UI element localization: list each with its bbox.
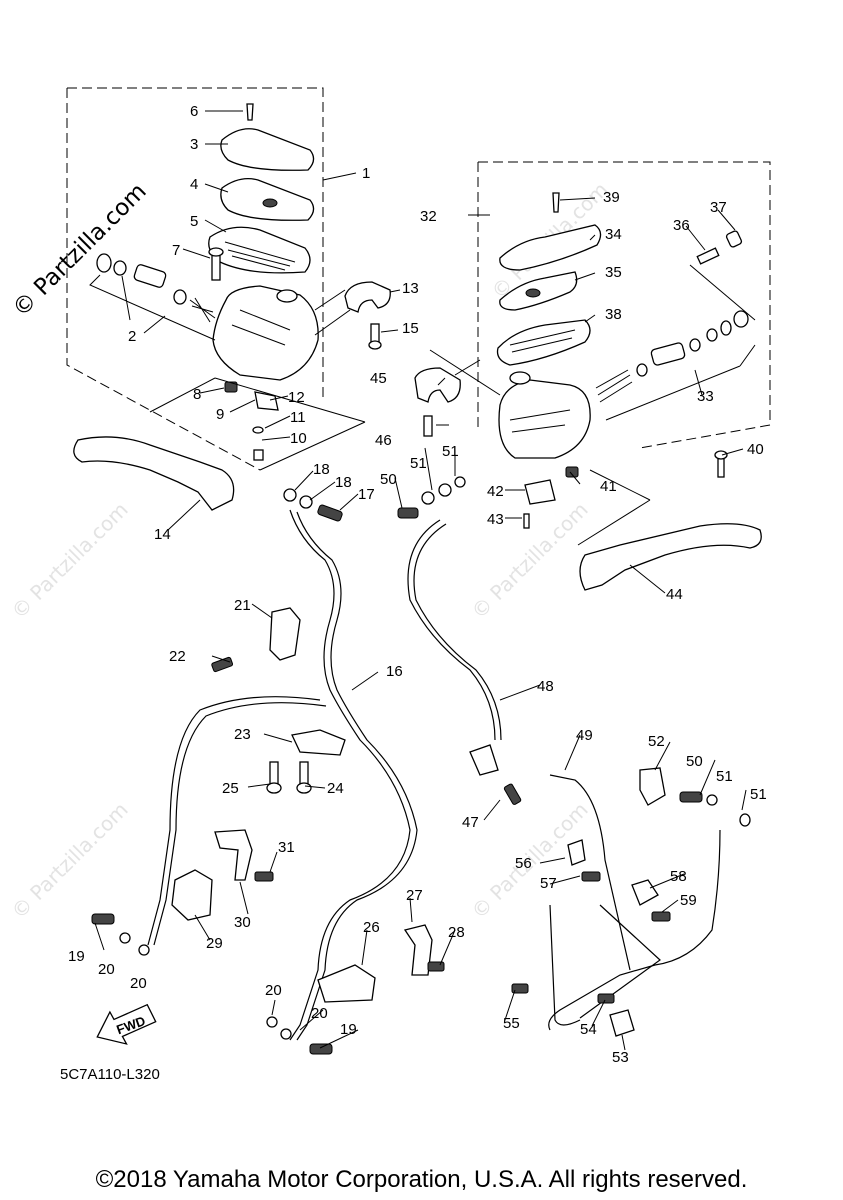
- callout-10: 10: [290, 430, 307, 447]
- callout-27: 27: [406, 887, 423, 904]
- brake-hoses: [147, 509, 721, 1041]
- callout-23: 23: [234, 726, 251, 743]
- callout-13: 13: [402, 280, 419, 297]
- callout-59: 59: [680, 892, 697, 909]
- diagram-code: 5C7A110-L320: [60, 1066, 160, 1083]
- callout-50-b: 50: [686, 753, 703, 770]
- callout-28: 28: [448, 924, 465, 941]
- callout-49: 49: [576, 727, 593, 744]
- callout-48: 48: [537, 678, 554, 695]
- callout-12: 12: [288, 389, 305, 406]
- callout-20-b: 20: [130, 975, 147, 992]
- callout-25: 25: [222, 780, 239, 797]
- callout-14: 14: [154, 526, 171, 543]
- callout-44: 44: [666, 586, 683, 603]
- callout-4: 4: [190, 176, 198, 193]
- callout-54: 54: [580, 1021, 597, 1038]
- callout-1: 1: [362, 165, 370, 182]
- callout-45: 45: [370, 370, 387, 387]
- callout-18-b: 18: [335, 474, 352, 491]
- callout-32: 32: [420, 208, 437, 225]
- watermark-faint: © Partzilla.com: [7, 797, 133, 923]
- callout-47: 47: [462, 814, 479, 831]
- callout-17: 17: [358, 486, 375, 503]
- callout-36: 36: [673, 217, 690, 234]
- callout-51-b: 51: [442, 443, 459, 460]
- callout-21: 21: [234, 597, 251, 614]
- callout-19-a: 19: [68, 948, 85, 965]
- callout-57: 57: [540, 875, 557, 892]
- callout-15: 15: [402, 320, 419, 337]
- callout-2: 2: [128, 328, 136, 345]
- callout-51-d: 51: [750, 786, 767, 803]
- callout-20-c: 20: [265, 982, 282, 999]
- watermark-main: © Partzilla.com: [8, 178, 152, 322]
- callout-40: 40: [747, 441, 764, 458]
- callout-55: 55: [503, 1015, 520, 1032]
- fwd-arrow: FWD: [96, 1003, 157, 1045]
- callout-5: 5: [190, 213, 198, 230]
- callout-20-a: 20: [98, 961, 115, 978]
- right-master-cylinder-group: [397, 161, 771, 591]
- callout-labels: 6 3 4 5 1 7 2 13 15 8 9 12 11 10 18 18 1…: [68, 103, 767, 1066]
- callout-38: 38: [605, 306, 622, 323]
- callout-58: 58: [670, 868, 687, 885]
- callout-39: 39: [603, 189, 620, 206]
- callout-7: 7: [172, 242, 180, 259]
- leader-lines: [94, 110, 747, 1051]
- callout-11: 11: [290, 409, 306, 426]
- callout-24: 24: [327, 780, 344, 797]
- lower-fittings: [91, 607, 751, 1055]
- callout-6: 6: [190, 103, 198, 120]
- callout-51-a: 51: [410, 455, 427, 472]
- callout-26: 26: [363, 919, 380, 936]
- callout-33: 33: [697, 388, 714, 405]
- callout-41: 41: [600, 478, 617, 495]
- callout-56: 56: [515, 855, 532, 872]
- callout-29: 29: [206, 935, 223, 952]
- callout-52: 52: [648, 733, 665, 750]
- watermark-faint: © Partzilla.com: [7, 497, 133, 623]
- callout-3: 3: [190, 136, 198, 153]
- copyright-footer: ©2018 Yamaha Motor Corporation, U.S.A. A…: [95, 1166, 748, 1193]
- left-master-cylinder-group: [66, 87, 391, 522]
- callout-42: 42: [487, 483, 504, 500]
- callout-53: 53: [612, 1049, 629, 1066]
- callout-51-c: 51: [716, 768, 733, 785]
- callout-20-d: 20: [311, 1005, 328, 1022]
- callout-9: 9: [216, 406, 224, 423]
- callout-34: 34: [605, 226, 622, 243]
- callout-18-a: 18: [313, 461, 330, 478]
- callout-37: 37: [710, 199, 727, 216]
- callout-31: 31: [278, 839, 295, 856]
- callout-8: 8: [193, 386, 201, 403]
- callout-22: 22: [169, 648, 186, 665]
- callout-19-b: 19: [340, 1021, 357, 1038]
- callout-16: 16: [386, 663, 403, 680]
- callout-50-a: 50: [380, 471, 397, 488]
- callout-35: 35: [605, 264, 622, 281]
- callout-46: 46: [375, 432, 392, 449]
- callout-43: 43: [487, 511, 504, 528]
- callout-30: 30: [234, 914, 251, 931]
